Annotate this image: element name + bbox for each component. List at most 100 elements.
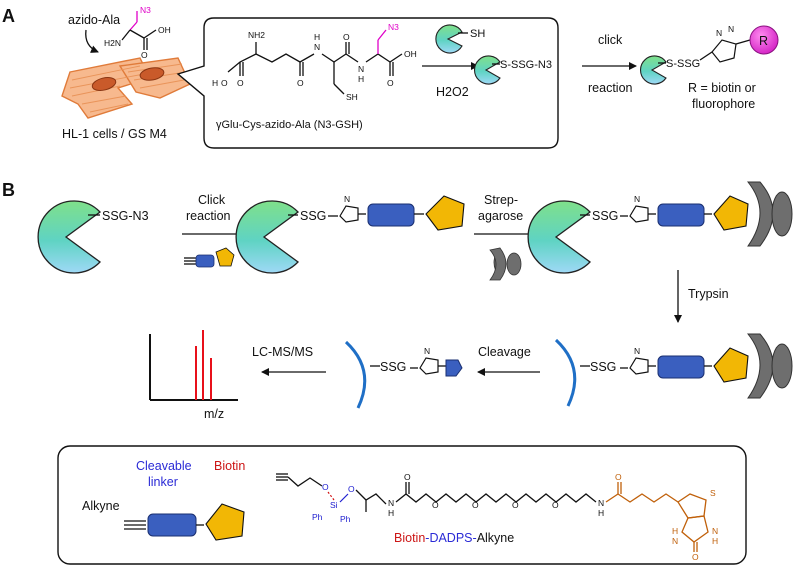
oxidant-label: H2O2 xyxy=(436,85,469,99)
dadps-o1: O xyxy=(322,482,329,492)
legend-reagent-icon xyxy=(124,503,245,541)
amide1-n: N xyxy=(314,42,320,52)
dadps-n1: N xyxy=(388,498,394,508)
strep-bead-icon xyxy=(489,247,522,281)
panel-b-label: B xyxy=(2,180,15,200)
protein-triazole-r: S-SSG N N R xyxy=(640,24,779,85)
b-click-label-1: Click xyxy=(198,193,226,207)
cys-sh: SH xyxy=(346,92,358,102)
b-click-label-2: reaction xyxy=(186,209,231,223)
dadps-o2: O xyxy=(348,484,355,494)
glu-h: H xyxy=(212,78,218,88)
dadps-structure: O Si Ph Ph O N H O O O O O N H O S H N N… xyxy=(276,472,718,562)
mz-label: m/z xyxy=(204,407,224,421)
biotin-n1: N xyxy=(672,536,678,546)
r-letter: R xyxy=(759,34,768,48)
b-triazole-n: N xyxy=(344,194,350,204)
ssg-n3-label: SSG-N3 xyxy=(102,209,149,223)
legend-cleavable-2: linker xyxy=(148,475,178,489)
peptide-chain xyxy=(554,338,577,407)
peg-o3: O xyxy=(512,500,519,510)
mass-spectrum: m/z xyxy=(149,330,238,421)
biotin-n2: N xyxy=(712,526,718,536)
protein-s-ssg-n3: S-SSG-N3 xyxy=(474,55,552,85)
biotin-h1: H xyxy=(672,526,678,536)
azido-ala-structure: N3 H2N OH O xyxy=(104,5,171,60)
amide1-h: H xyxy=(314,32,320,42)
triazole-n1: N xyxy=(716,28,722,38)
azide-label: N3 xyxy=(140,5,151,15)
linker-block xyxy=(367,203,415,227)
dadps-h2: H xyxy=(598,508,604,518)
trypsin-label: Trypsin xyxy=(688,287,729,301)
dadps-h1: H xyxy=(388,508,394,518)
azido-ala-label: azido-Ala xyxy=(68,13,120,27)
n3-gsh-structure: NH2 H O O O N H O N H SH OH O N3 xyxy=(212,22,417,102)
ala-azide: N3 xyxy=(388,22,399,32)
cells-label: HL-1 cells / GS M4 xyxy=(62,127,167,141)
dadps-si: Si xyxy=(330,500,338,510)
strep-label-1: Strep- xyxy=(484,193,518,207)
glu-o: O xyxy=(221,78,228,88)
biotin-s: S xyxy=(710,488,716,498)
bound-protein: SSG N xyxy=(527,181,793,274)
ala-o: O xyxy=(387,78,394,88)
cardiomyocyte-cells xyxy=(61,57,191,119)
r-definition-2: fluorophore xyxy=(692,97,755,111)
r-definition-1: R = biotin or xyxy=(688,81,756,95)
r-group-circle xyxy=(749,25,779,55)
reagent-name-biotin: Biotin xyxy=(394,531,425,545)
legend-biotin: Biotin xyxy=(214,459,245,473)
reagent-name: Biotin-DADPS-Alkyne xyxy=(394,531,514,545)
peg-carbonyl-o: O xyxy=(404,472,411,482)
released-peptide: SSG N xyxy=(344,340,463,409)
reagent-name-alkyne: Alkyne xyxy=(477,531,515,545)
legend-cleavable-1: Cleavable xyxy=(136,459,192,473)
triazole-n2: N xyxy=(728,24,734,34)
biotin-carbonyl-o: O xyxy=(615,472,622,482)
carbonyl-o-label: O xyxy=(141,50,148,60)
labeled-protein: SSG N xyxy=(235,194,465,274)
peg-o1: O xyxy=(432,500,439,510)
compound-label: γGlu-Cys-azido-Ala (N3-GSH) xyxy=(216,119,363,131)
bound-peptide: SSG N xyxy=(554,333,793,407)
s-ssg-n3-label: S-SSG-N3 xyxy=(500,59,552,71)
click-label-1: click xyxy=(598,33,623,47)
cys-carbonyl-o: O xyxy=(343,32,350,42)
s-ssg-label: S-SSG xyxy=(666,58,700,70)
protein-ssg-n3: SSG-N3 xyxy=(37,200,149,274)
hydroxyl-label: OH xyxy=(158,25,171,35)
b-ssg-label-3: SSG xyxy=(590,360,616,374)
sh-label: SH xyxy=(470,28,485,40)
amide2-n: N xyxy=(358,64,364,74)
remnant-tag xyxy=(445,359,463,377)
lcms-label: LC-MS/MS xyxy=(252,345,313,359)
peg-o2: O xyxy=(472,500,479,510)
dadps-n2: N xyxy=(598,498,604,508)
reagent-name-dadps: -DADPS- xyxy=(425,531,476,545)
uptake-arrow xyxy=(85,29,99,53)
glu-carbonyl-o: O xyxy=(237,78,244,88)
amide2-h: H xyxy=(358,74,364,84)
reagent-icon xyxy=(184,247,235,268)
dadps-ph2: Ph xyxy=(340,514,351,524)
b-ssg-label: SSG xyxy=(300,209,326,223)
amine-label: H2N xyxy=(104,38,121,48)
strep-label-2: agarose xyxy=(478,209,523,223)
cleavage-label: Cleavage xyxy=(478,345,531,359)
b-triazole-n-3: N xyxy=(634,346,640,356)
b-ssg-label-2: SSG xyxy=(592,209,618,223)
biotin-urea-o: O xyxy=(692,552,699,562)
b-triazole-n-4: N xyxy=(424,346,430,356)
panel-a-label: A xyxy=(2,6,15,26)
ala-oh: OH xyxy=(404,49,417,59)
b-ssg-label-4: SSG xyxy=(380,360,406,374)
biotin-pentagon xyxy=(425,195,465,231)
amide1-o: O xyxy=(297,78,304,88)
protein-sh: SH xyxy=(435,24,485,54)
dadps-ph1: Ph xyxy=(312,512,323,522)
peg-o4: O xyxy=(552,500,559,510)
click-label-2: reaction xyxy=(588,81,633,95)
biotin-h2: H xyxy=(712,536,718,546)
